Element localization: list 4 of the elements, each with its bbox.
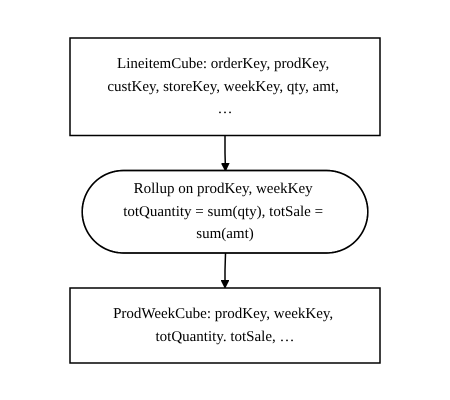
node-box: ProdWeekCube: prodKey, weekKey, totQuantity. totSale, … — [69, 286, 381, 364]
arrow — [220, 135, 230, 171]
node-box: LineitemCube: orderKey, prodKey, custKey, storeKey, weekKey, qty, amt, … — [69, 36, 381, 136]
arrow — [220, 252, 230, 288]
